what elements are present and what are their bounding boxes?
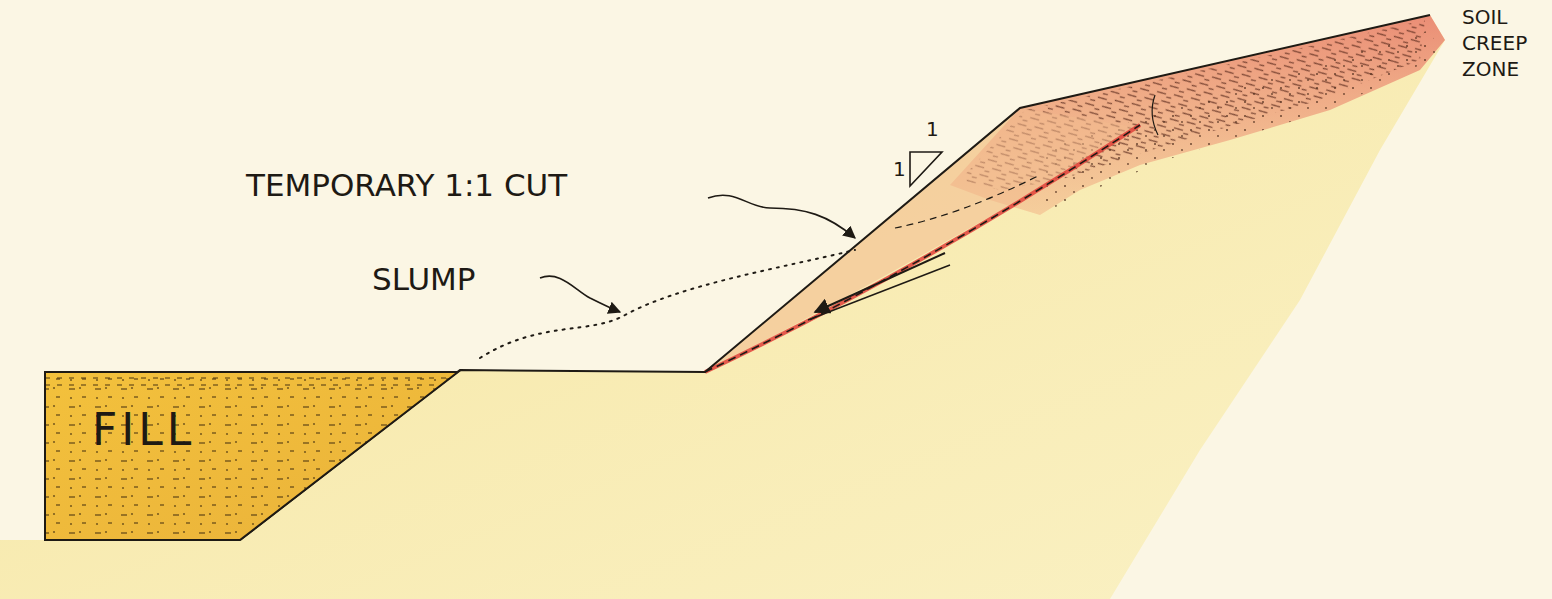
slope-ratio-triangle [910, 152, 942, 186]
fill-region: FILL [40, 366, 470, 542]
slump-leader [540, 276, 620, 312]
movement-arrow [815, 253, 945, 312]
zone-label: SOIL CREEP ZONE [1462, 4, 1546, 82]
fill-label: FILL [92, 406, 195, 454]
cut-label: TEMPORARY 1:1 CUT [246, 168, 567, 202]
fill-texture [45, 372, 458, 540]
cut-leader [708, 195, 855, 238]
inner-dashed-line [895, 175, 1040, 228]
ground-mass [0, 15, 1445, 599]
slip-surface-dashed [705, 125, 1140, 372]
slope-ratio-number: 1 [926, 118, 939, 140]
fill-layer-line [45, 378, 448, 385]
fill-border [45, 372, 458, 540]
fill-body [45, 372, 458, 540]
creep-crack [1152, 95, 1158, 135]
movement-arrow-line [808, 265, 950, 320]
slump-outline [480, 250, 855, 358]
slide-wedge [705, 108, 1140, 372]
ground-profile [240, 15, 1430, 540]
slope-ratio-number: 1 [893, 158, 906, 180]
slump-label: SLUMP [372, 262, 476, 296]
slip-surface-red [705, 125, 1140, 372]
